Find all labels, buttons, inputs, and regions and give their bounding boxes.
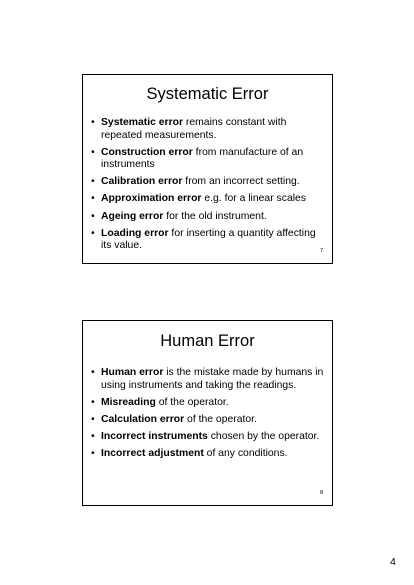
bullet-text: Calculation error of the operator.	[101, 414, 326, 427]
bullet-description: from manufacture of an instruments	[101, 146, 304, 171]
bullet-text: Misreading of the operator.	[101, 397, 326, 410]
slide-number: 8	[319, 490, 323, 496]
bullet-icon: •	[91, 396, 95, 408]
slide-number: 7	[319, 248, 323, 254]
bullet-text: Incorrect instruments chosen by the oper…	[101, 431, 326, 444]
list-item: • Calibration error from an incorrect se…	[91, 176, 326, 189]
bullet-text: Approximation error e.g. for a linear sc…	[101, 193, 326, 206]
bullet-icon: •	[91, 146, 95, 158]
bullet-text: Construction error from manufacture of a…	[101, 147, 326, 172]
list-item: • Incorrect adjustment of any conditions…	[91, 448, 326, 461]
list-item: • Incorrect instruments chosen by the op…	[91, 431, 326, 444]
bullet-term: Human error	[101, 367, 164, 378]
list-item: • Human error is the mistake made by hum…	[91, 367, 326, 392]
bullet-list: • Human error is the mistake made by hum…	[83, 367, 332, 461]
bullet-text: Calibration error from an incorrect sett…	[101, 176, 326, 189]
list-item: • Systematic error remains constant with…	[91, 117, 326, 142]
bullet-description: for the old instrument.	[163, 210, 267, 222]
bullet-term: Loading error	[101, 227, 169, 239]
list-item: • Ageing error for the old instrument.	[91, 211, 326, 224]
list-item: • Calculation error of the operator.	[91, 414, 326, 427]
slide-title: Systematic Error	[146, 85, 269, 103]
list-item: • Approximation error e.g. for a linear …	[91, 193, 326, 206]
bullet-description: e.g. for a linear scales	[201, 193, 307, 205]
bullet-icon: •	[91, 193, 95, 205]
list-item: • Loading error for inserting a quantity…	[91, 228, 326, 253]
slide-title: Human Error	[160, 332, 255, 350]
list-item: • Construction error from manufacture of…	[91, 147, 326, 172]
bullet-text: Incorrect adjustment of any conditions.	[101, 448, 326, 461]
bullet-icon: •	[91, 210, 95, 222]
bullet-list: • Systematic error remains constant with…	[83, 117, 332, 253]
bullet-icon: •	[91, 176, 95, 188]
bullet-text: Human error is the mistake made by human…	[101, 367, 326, 392]
bullet-term: Approximation error	[101, 193, 202, 205]
bullet-term: Misreading	[101, 396, 156, 408]
bullet-icon: •	[91, 413, 95, 425]
bullet-text: Loading error for inserting a quantity a…	[101, 228, 326, 253]
bullet-term: Incorrect adjustment	[101, 447, 204, 459]
bullet-text: Ageing error for the old instrument.	[101, 211, 326, 224]
bullet-icon: •	[91, 227, 95, 239]
slide-systematic-error: Systematic Error • Systematic error rema…	[82, 74, 333, 264]
bullet-icon: •	[91, 367, 95, 378]
bullet-description: of any conditions.	[203, 447, 288, 459]
bullet-icon: •	[91, 117, 95, 128]
bullet-description: remains constant with repeated measureme…	[101, 117, 287, 141]
bullet-description: of the operator.	[155, 396, 229, 408]
bullet-text: Systematic error remains constant with r…	[101, 117, 326, 142]
slide-human-error: Human Error • Human error is the mistake…	[82, 320, 333, 506]
page-number: 4	[390, 556, 396, 568]
bullet-term: Ageing error	[101, 210, 164, 222]
bullet-description: for inserting a quantity affecting its v…	[101, 227, 316, 252]
bullet-icon: •	[91, 447, 95, 459]
bullet-description: of the operator.	[184, 413, 257, 425]
bullet-description: chosen by the operator.	[207, 430, 320, 442]
bullet-term: Systematic error	[101, 117, 184, 128]
bullet-description: is the mistake made by humans in using i…	[101, 367, 324, 391]
bullet-term: Calculation error	[101, 413, 185, 425]
bullet-icon: •	[91, 430, 95, 442]
bullet-description: from an incorrect setting.	[182, 176, 300, 188]
bullet-term: Incorrect instruments	[101, 430, 208, 442]
bullet-term: Construction error	[101, 146, 193, 158]
bullet-term: Calibration error	[101, 176, 183, 188]
list-item: • Misreading of the operator.	[91, 397, 326, 410]
